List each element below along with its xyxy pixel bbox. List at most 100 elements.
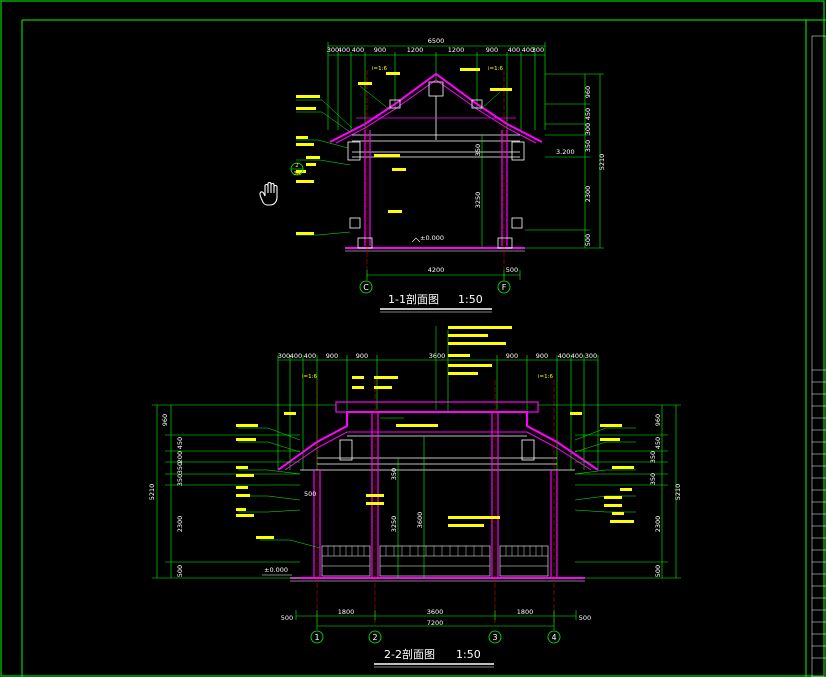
s1-top-dimension-lines [327, 42, 546, 130]
s2-annotation-text-bars [236, 326, 634, 539]
s1-dim-right-total: 5210 [598, 154, 606, 171]
s2-height: 3250 [390, 516, 398, 533]
s2-axis-label: 2 [372, 633, 377, 642]
s1-axis-bubble-f: F [497, 280, 511, 294]
s1-ground [345, 237, 525, 252]
s2-dim-bottom: 1800 [517, 608, 534, 616]
s2-roof [277, 401, 599, 471]
s1-dim-seg: 400 [522, 46, 534, 54]
section-1-1: 6500 300 400 400 900 1200 1200 900 400 4… [290, 37, 606, 313]
s2-bottom-dimension-lines [295, 610, 577, 630]
s1-roof-ridge [389, 81, 483, 140]
s1-dim-right: 960 [584, 86, 592, 98]
s1-column-height: 3250 [474, 192, 482, 209]
s2-right-dimension-lines [538, 404, 681, 579]
s2-axis-bubble-4: 4 [547, 630, 561, 644]
s2-dim-seg: 400 [571, 352, 583, 360]
s2-height: 500 [304, 490, 316, 498]
s1-dim-seg: 900 [486, 46, 498, 54]
s1-annotation-text-bars [296, 68, 512, 235]
s2-dim-left: 2300 [176, 516, 184, 533]
s2-dim-right: 960 [654, 414, 662, 426]
s2-columns [313, 412, 558, 578]
s1-brackets [347, 141, 525, 229]
s1-section-scale: 1:50 [458, 293, 483, 306]
s2-dim-left: 350 [176, 474, 184, 486]
s1-right-dimension-lines [525, 73, 604, 249]
s2-dim-bottom: 1800 [338, 608, 355, 616]
s1-dim-seg: 1200 [448, 46, 465, 54]
s1-bottom-span: 4200 [428, 266, 445, 274]
s2-dim-bottom: 3600 [427, 608, 444, 616]
s2-axis-label: 3 [492, 633, 497, 642]
s1-dim-seg: 1200 [407, 46, 424, 54]
s2-slope-label: i=1:6 [302, 374, 317, 380]
s2-dim-left: 500 [176, 565, 184, 577]
s2-axis-label: 1 [314, 633, 319, 642]
s2-dim-seg: 900 [506, 352, 518, 360]
s1-dim-seg: 300 [327, 46, 339, 54]
s2-dim-seg: 300 [278, 352, 290, 360]
s2-dim-right-total: 5210 [674, 484, 682, 501]
s1-bottom-dimension-lines [366, 270, 521, 280]
s2-dim-right: 450 [654, 437, 662, 449]
s2-slope-label: i=1:6 [538, 374, 553, 380]
s2-dim-seg: 900 [326, 352, 338, 360]
s2-dim-left: 450 [176, 437, 184, 449]
s2-dim-right: 350 [649, 473, 657, 485]
s1-dim-seg: 400 [508, 46, 520, 54]
s1-overall-width: 6500 [428, 37, 445, 45]
s2-dim-bottom-total: 7200 [427, 619, 444, 627]
s1-slope-label: i=1:6 [372, 66, 387, 72]
s2-dim-seg: 3600 [429, 352, 446, 360]
s2-dim-seg: 900 [356, 352, 368, 360]
s1-axis-bubble-c: C [359, 280, 373, 294]
s2-section-scale: 1:50 [456, 648, 481, 661]
s1-elevation-ground: ±0.000 [420, 234, 444, 242]
s2-dim-right: 500 [654, 565, 662, 577]
title-block [811, 35, 826, 677]
s1-dim-right: 500 [584, 234, 592, 246]
s2-dim-left-total: 5210 [148, 484, 156, 501]
s1-detail-marker: 2 3A [290, 162, 304, 177]
s2-dim-seg: 400 [304, 352, 316, 360]
s2-railing-balusters [327, 546, 543, 556]
s1-top-segment-labels: 300 400 400 900 1200 1200 900 400 400 30… [327, 46, 544, 54]
hand-cursor-icon [259, 181, 278, 206]
s2-left-dimension-labels: 960 450 200 350 350 2300 500 5210 [148, 414, 184, 577]
s2-axis-lines [316, 380, 555, 625]
s1-elevation-eave: 3.200 [556, 148, 575, 156]
s2-axis-bubble-1: 1 [310, 630, 324, 644]
section-2-2: 300 400 400 900 900 3600 900 900 400 400… [148, 326, 682, 668]
s2-dim-seg: 400 [558, 352, 570, 360]
s1-dim-right: 350 [584, 140, 592, 152]
s1-right-dimension-labels: 960 450 300 350 2300 500 5210 [584, 86, 606, 246]
s2-axis-bubble-2: 2 [368, 630, 382, 644]
s2-inner-dimension-lines [397, 330, 449, 578]
s1-columns [364, 130, 508, 246]
s2-right-dimension-labels: 960 450 350 350 2300 500 5210 [649, 414, 682, 577]
s1-detail-marker-bottom: 3A [293, 171, 300, 177]
s1-roof [329, 72, 543, 144]
s2-bottom-segment-labels: 500 1800 3600 1800 500 7200 [281, 608, 591, 627]
s1-bottom-overhang: 500 [506, 266, 518, 274]
s2-dim-right: 2300 [654, 516, 662, 533]
s2-dim-seg: 300 [585, 352, 597, 360]
s2-axis-label: 4 [551, 633, 556, 642]
s2-dim-left: 960 [161, 414, 169, 426]
s2-dim-bottom: 500 [281, 614, 293, 622]
s1-slope-label: i=1:6 [488, 66, 503, 72]
s1-axis-label: F [502, 283, 507, 292]
s2-axis-bubble-3: 3 [488, 630, 502, 644]
s2-railing [321, 545, 549, 577]
s2-dim-bottom: 500 [579, 614, 591, 622]
s2-dim-right: 350 [649, 451, 657, 463]
s2-elevation-ground: ±0.000 [264, 566, 288, 574]
s2-dim-seg: 400 [290, 352, 302, 360]
s2-top-segment-labels: 300 400 400 900 900 3600 900 900 400 400… [278, 352, 597, 360]
s2-section-title: 2-2剖面图 [384, 647, 435, 661]
s1-axis-lines [366, 70, 505, 282]
s1-dim-seg: 300 [532, 46, 544, 54]
